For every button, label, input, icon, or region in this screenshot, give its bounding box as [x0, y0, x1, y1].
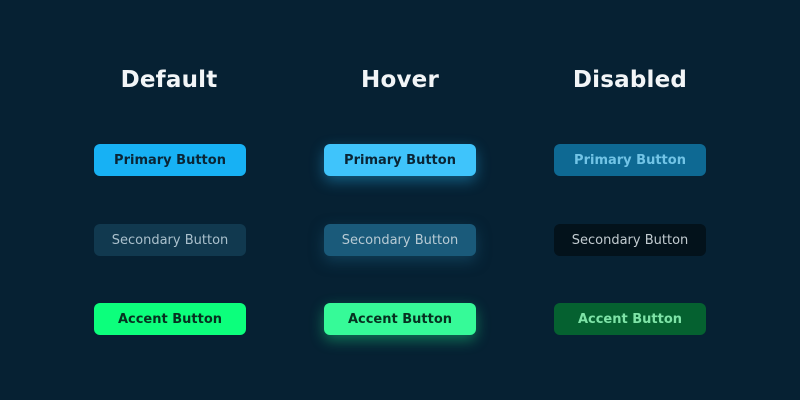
column-title-hover: Hover — [361, 67, 439, 93]
accent-button-default[interactable]: Accent Button — [94, 303, 246, 335]
column-title-disabled: Disabled — [572, 67, 688, 93]
primary-button-default[interactable]: Primary Button — [94, 144, 246, 176]
primary-button-hover[interactable]: Primary Button — [324, 144, 476, 176]
primary-button-label: Primary Button — [344, 152, 456, 168]
secondary-button-hover[interactable]: Secondary Button — [324, 224, 476, 256]
column-title-default: Default — [120, 67, 218, 93]
secondary-button-label: Secondary Button — [111, 232, 229, 248]
primary-button-label: Primary Button — [114, 152, 226, 168]
secondary-button-label: Secondary Button — [341, 232, 459, 248]
secondary-button-default[interactable]: Secondary Button — [94, 224, 246, 256]
accent-button-label: Accent Button — [117, 311, 223, 327]
accent-button-label: Accent Button — [577, 311, 683, 327]
primary-button-label: Primary Button — [574, 152, 686, 168]
secondary-button-label: Secondary Button — [571, 232, 689, 248]
primary-button-disabled: Primary Button — [554, 144, 706, 176]
accent-button-disabled: Accent Button — [554, 303, 706, 335]
accent-button-label: Accent Button — [347, 311, 453, 327]
accent-button-hover[interactable]: Accent Button — [324, 303, 476, 335]
secondary-button-disabled: Secondary Button — [554, 224, 706, 256]
